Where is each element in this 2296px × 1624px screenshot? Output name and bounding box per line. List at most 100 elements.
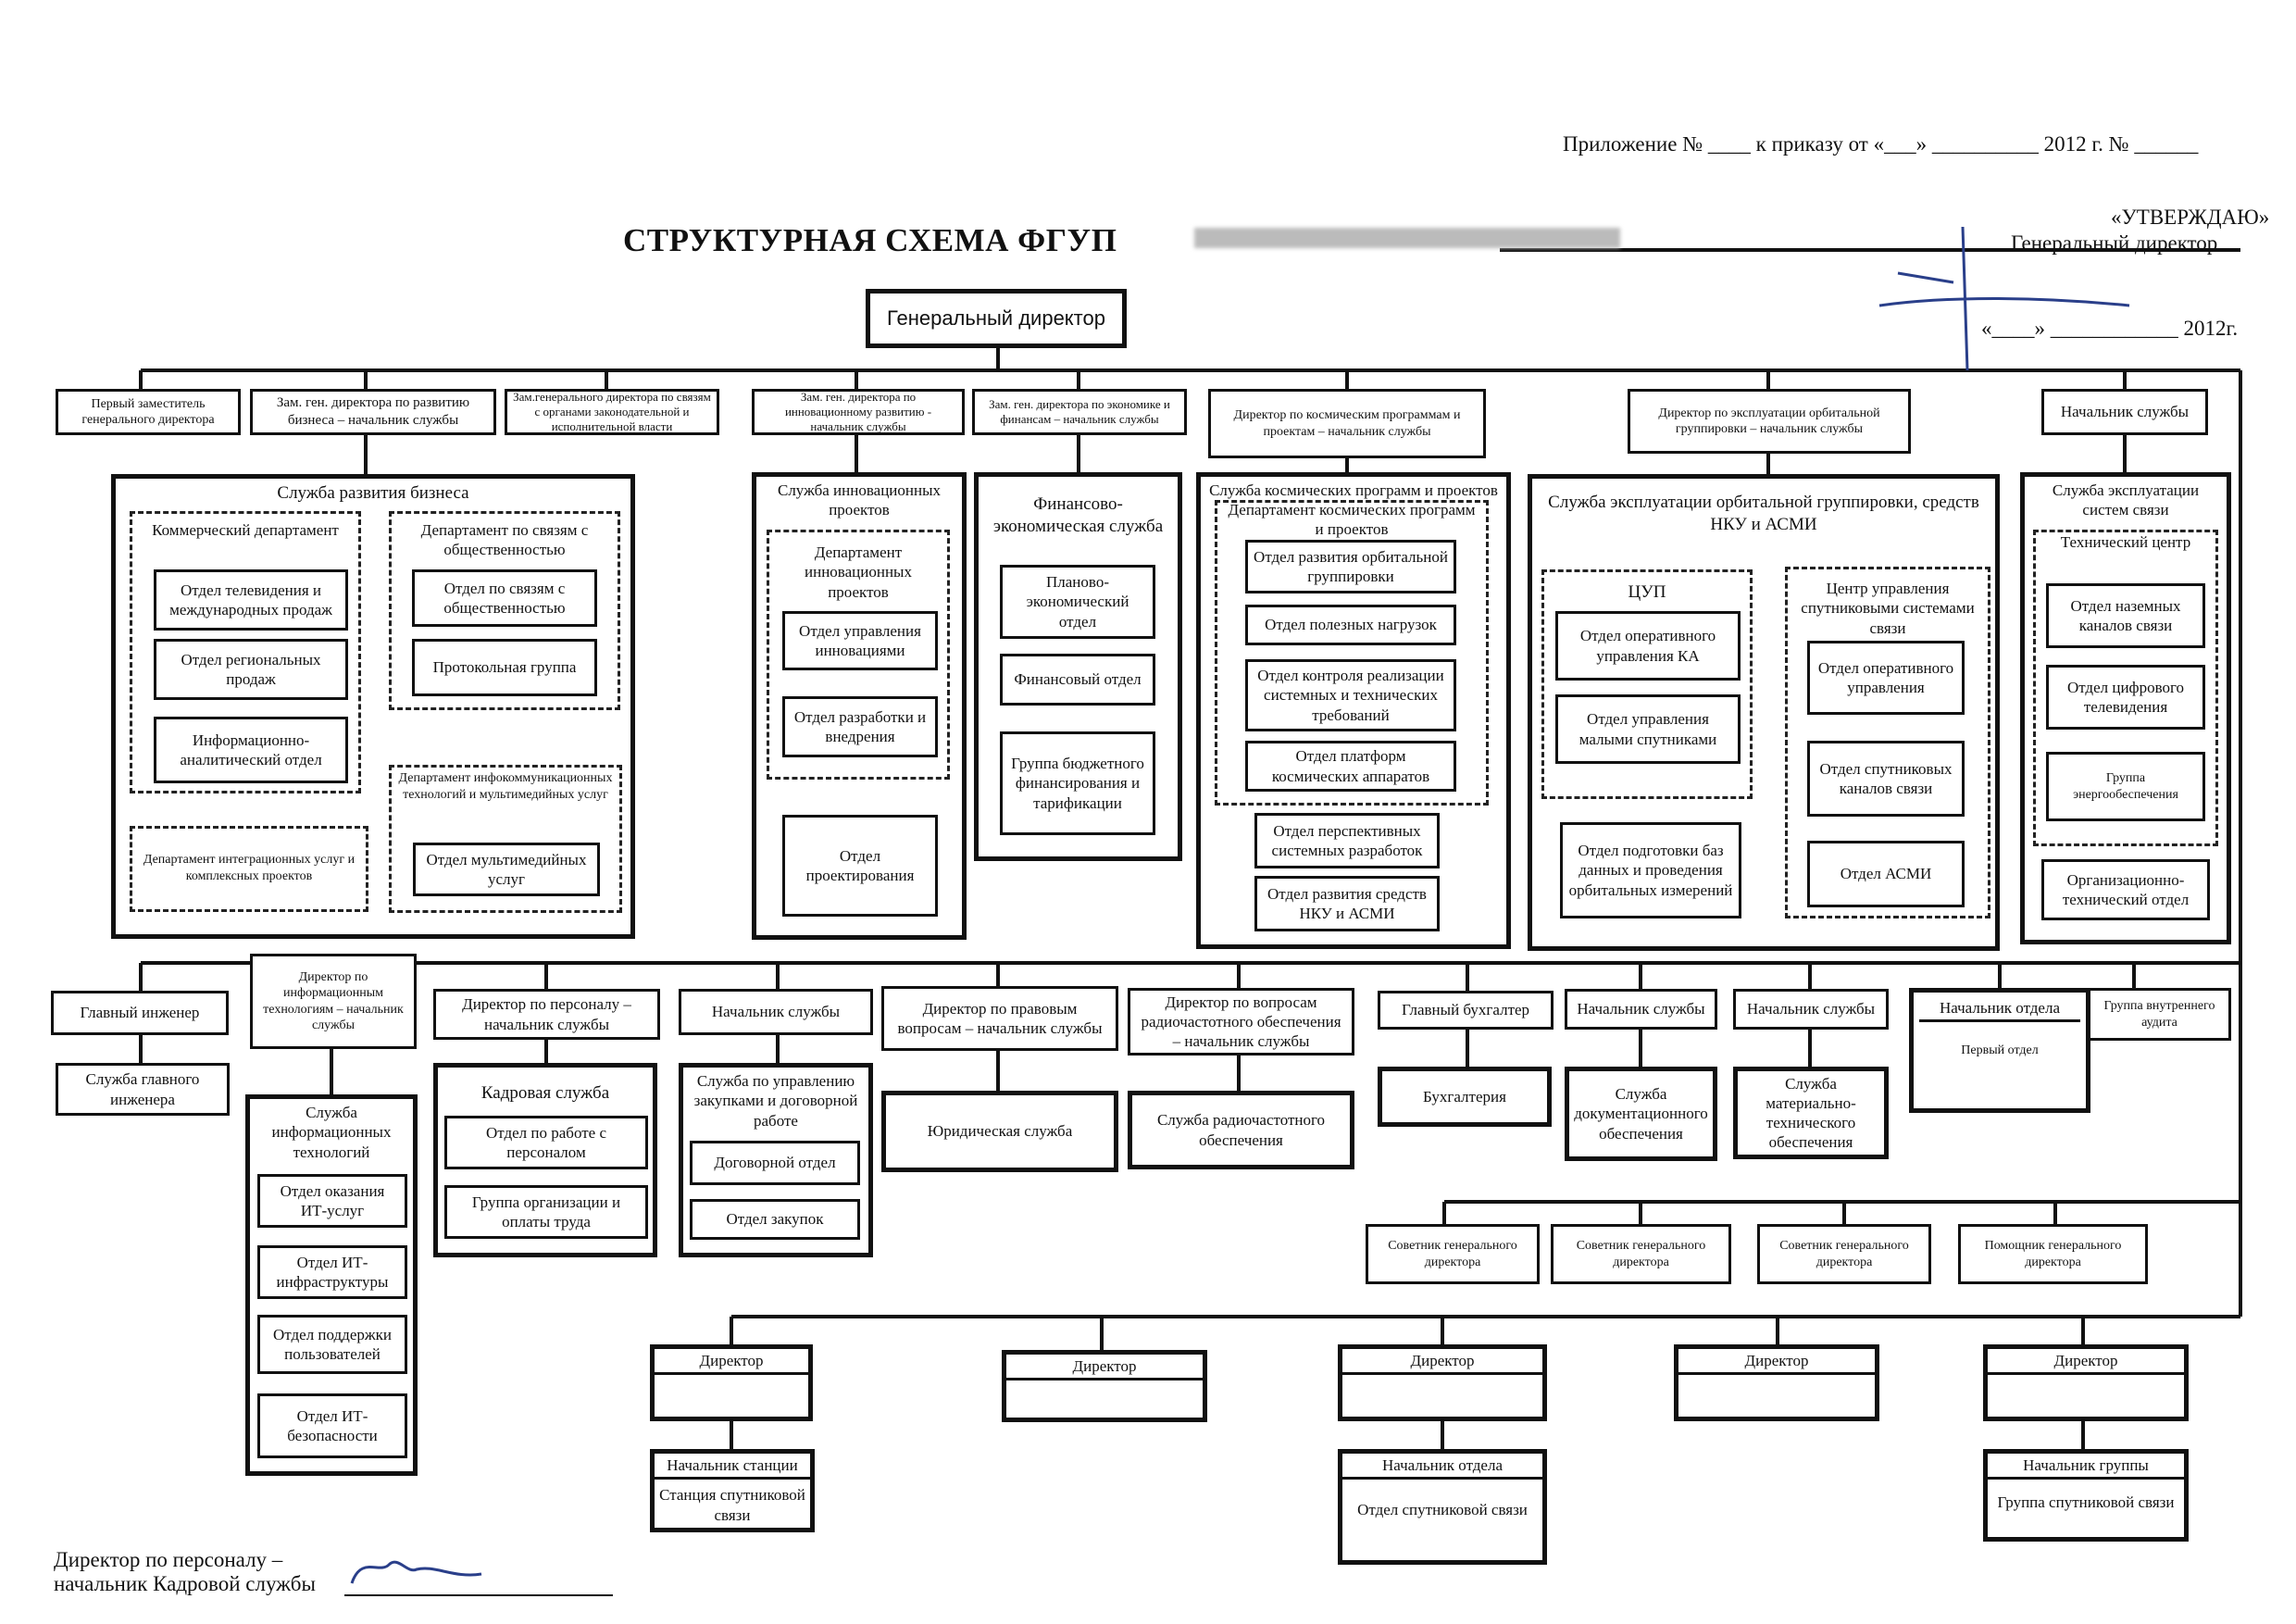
branch-director-3: Директор [1338,1344,1547,1421]
integration-dept-frame [130,826,368,912]
digital-tv-box: Отдел цифрового телевидения [2046,665,2205,730]
accounting-box: Бухгалтерия [1378,1067,1552,1127]
small-sat-box: Отдел управления малыми спутниками [1555,694,1741,764]
advisor-box-2: Советник генерального директора [1551,1224,1731,1284]
it-director-box: Директор по информационным технологиям –… [250,954,417,1049]
radio-director-box: Директор по вопросам радиочастотного обе… [1128,988,1354,1056]
sat-channels-box: Отдел спутниковых каналов связи [1807,741,1965,817]
first-deputy-box: Первый заместитель генерального директор… [56,389,241,435]
cup-frame [1541,569,1753,799]
assistant-box: Помощник генерального директора [1958,1224,2148,1284]
payload-dept-box: Отдел полезных нагрузок [1245,605,1456,645]
chief-engineer-box: Главный инженер [51,991,229,1035]
analytic-dept-box: Информационно-аналитический отдел [154,717,348,783]
page-title: СТРУКТУРНАЯ СХЕМА ФГУП [623,222,1117,258]
general-director-box: Генеральный директор [866,289,1127,348]
radio-service-box: Служба радиочастотного обеспечения [1128,1091,1354,1169]
branch-director-1: Директор [650,1344,813,1421]
energy-group-box: Группа энергообеспечения [2046,752,2205,821]
legal-director-box: Директор по правовым вопросам – начальни… [881,986,1118,1051]
head-comm-box: Начальник службы [2041,389,2208,435]
sat-control-center-label: Центр управления спутниковыми системами … [1801,580,1975,637]
it-services-box: Отдел оказания ИТ-услуг [257,1174,407,1228]
space-dept-frame [1215,500,1489,806]
database-dept-box: Отдел подготовки баз данных и проведения… [1560,822,1741,918]
advisor-box-3: Советник генерального директора [1757,1224,1931,1284]
hr-dept-box: Отдел по работе с персоналом [444,1116,648,1169]
docs-head-box: Начальник службы [1565,989,1717,1030]
commercial-dept-frame [130,511,361,793]
infocom-dept-frame [389,765,622,913]
hr-pay-box: Группа организации и оплаты труда [444,1185,648,1239]
multimedia-dept-box: Отдел мультимедийных услуг [413,843,600,896]
docs-service-box: Служба документационного обеспечения [1565,1067,1717,1161]
tech-center-frame [2033,530,2218,846]
regional-sales-box: Отдел региональных продаж [154,639,348,700]
approve-date: «____» ____________ 2012г. [1981,317,2239,340]
approver-title: Генеральный директор [2011,231,2218,255]
it-support-box: Отдел поддержки пользователей [257,1315,407,1374]
footer-title-1: Директор по персоналу – [54,1548,283,1571]
legal-service-box: Юридическая служба [881,1091,1118,1172]
commercial-dept-label: Коммерческий департамент [152,521,339,539]
orbital-dev-box: Отдел развития орбитальной группировки [1245,540,1456,593]
director-space-box: Директор по космическим программам и про… [1208,389,1486,458]
tv-sales-box: Отдел телевидения и международных продаж [154,569,348,631]
deputy-business-box: Зам. ген. директора по развитию бизнеса … [250,389,496,435]
planning-dept-box: Планово-экономический отдел [1000,565,1155,639]
tech-center-label: Технический центр [2060,533,2191,551]
innovation-mgmt-box: Отдел управления инновациями [782,611,938,670]
integration-dept-label: Департамент интеграционных услуг и компл… [143,853,356,883]
deputy-innovation-box: Зам. ген. директора по инновационному ра… [752,389,965,435]
org-tech-dept-box: Организационно-технический отдел [2041,859,2210,920]
material-service-box: Служба материально-технического обеспече… [1733,1067,1889,1159]
innovation-dept-frame [767,530,950,780]
sat-control-center-frame [1785,567,1990,918]
innovation-dev-box: Отдел разработки и внедрения [782,696,938,757]
nku-dev-box: Отдел развития средств НКУ и АСМИ [1254,876,1440,931]
deputy-government-box: Зам.генерального директора по связям с о… [505,389,719,435]
branch-director-4: Директор [1674,1344,1879,1421]
protocol-group-box: Протокольная группа [412,639,597,696]
approve-label: «УТВЕРЖДАЮ» [2111,206,2270,229]
cup-label: ЦУП [1628,582,1666,602]
financial-dept-box: Финансовый отдел [1000,654,1155,706]
chief-accountant-box: Главный бухгалтер [1378,991,1554,1030]
contract-dept-box: Договорной отдел [690,1141,860,1185]
director-orbital-box: Директор по эксплуатации орбитальной гру… [1628,389,1911,454]
pr-dept-frame [389,511,620,710]
infocom-dept-label: Департамент инфокоммуникационных техноло… [398,771,613,802]
audit-group-box: Группа внутреннего аудита [2088,988,2231,1041]
pr-dept-box: Отдел по связям с общественностью [412,569,597,627]
ground-channels-box: Отдел наземных каналов связи [2046,583,2205,648]
material-head-box: Начальник службы [1733,989,1889,1030]
design-dept-box: Отдел проектирования [782,815,938,917]
purchases-dept-box: Отдел закупок [690,1199,860,1240]
hr-director-box: Директор по персоналу – начальник службы [433,989,660,1040]
platform-dept-box: Отдел платформ космических аппаратов [1245,741,1456,792]
perspective-dept-box: Отдел перспективных системных разработок [1254,813,1440,868]
engineer-service-box: Служба главного инженера [56,1063,230,1116]
space-dept-label: Департамент космических программ и проек… [1228,501,1476,539]
advisor-box-1: Советник генерального директора [1366,1224,1540,1284]
control-dept-box: Отдел контроля реализации системных и те… [1245,659,1456,731]
signature-line [344,1594,613,1596]
it-infra-box: Отдел ИТ-инфраструктуры [257,1245,407,1299]
asmi-dept-box: Отдел АСМИ [1807,841,1965,907]
deputy-finance-box: Зам. ген. директора по экономике и финан… [972,389,1187,435]
footer-signature [350,1560,482,1584]
innovation-dept-label: Департамент инновационных проектов [805,543,912,601]
pr-dept-label: Департамент по связям с общественностью [420,521,589,559]
oper-ka-box: Отдел оперативного управления КА [1555,611,1741,681]
it-security-box: Отдел ИТ-безопасности [257,1393,407,1458]
budget-group-box: Группа бюджетного финансирования и тариф… [1000,731,1155,835]
annex-text: Приложение № ____ к приказу от «___» ___… [1563,132,2199,156]
procurement-head-box: Начальник службы [679,989,873,1035]
branch-director-2: Директор [1002,1350,1207,1422]
branch-director-5: Директор [1983,1344,2189,1421]
footer-title-2: начальник Кадровой службы [54,1572,316,1595]
